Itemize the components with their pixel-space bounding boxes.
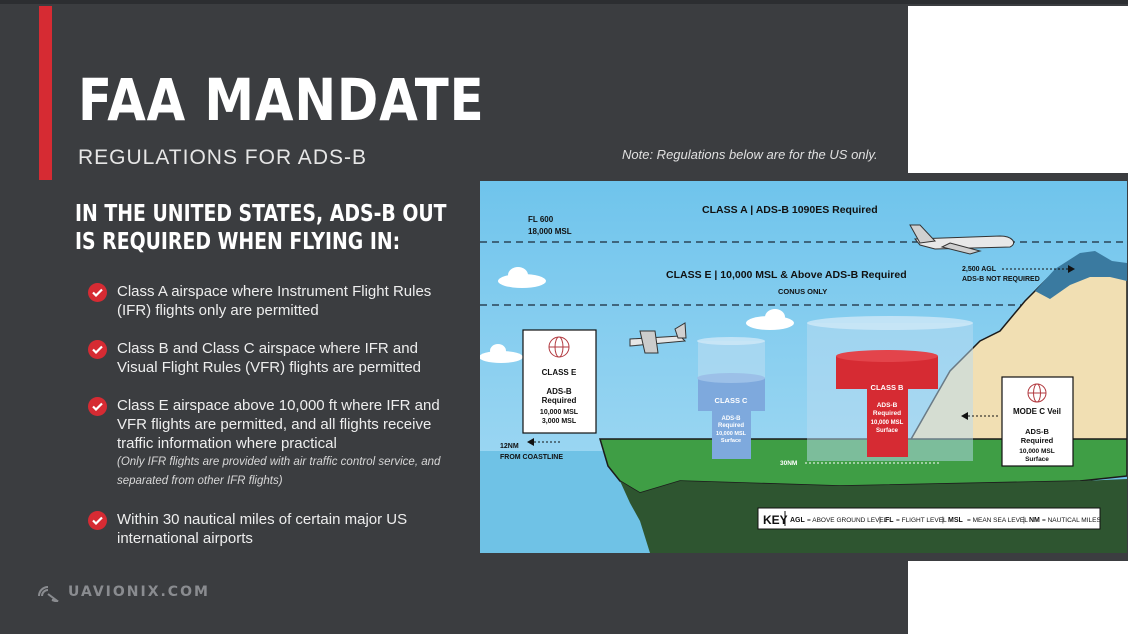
list-item-main: Class E airspace above 10,000 ft where I… xyxy=(117,397,440,452)
list-item-note: (Only IFR flights are provided with air … xyxy=(117,456,441,487)
page-title: FAA MANDATE xyxy=(78,66,485,134)
check-icon xyxy=(88,340,107,359)
key-nm-def: = NAUTICAL MILES xyxy=(1042,517,1101,524)
mode-c-line4: Surface xyxy=(1025,456,1049,463)
fl600-label: FL 600 xyxy=(528,215,554,224)
check-icon xyxy=(88,397,107,416)
nm30-label: 30NM xyxy=(780,460,797,467)
class-c-line3: 10,000 MSL xyxy=(716,431,747,437)
key-nm: NM xyxy=(1029,517,1040,524)
class-b-core xyxy=(867,387,908,457)
logo-text: UAVIONIX.COM xyxy=(68,584,210,600)
class-a-label: CLASS A | ADS-B 1090ES Required xyxy=(702,204,878,216)
key-msl: MSL xyxy=(948,517,964,524)
radar-logo-icon xyxy=(38,586,59,602)
class-e-upper-label: CLASS E | 10,000 MSL & Above ADS-B Requi… xyxy=(666,269,907,281)
key-sep: | xyxy=(942,517,944,524)
class-c-core xyxy=(712,409,751,459)
class-b-line3: 10,000 MSL xyxy=(871,420,904,426)
key-fl: FL xyxy=(885,517,894,524)
region-note: Note: Regulations below are for the US o… xyxy=(622,147,878,162)
class-b-line4: Surface xyxy=(876,428,899,434)
class-e-title: CLASS E xyxy=(542,368,577,377)
class-e-line2: Required xyxy=(542,396,577,405)
class-c-line4: Surface xyxy=(721,438,741,444)
airliner-icon xyxy=(909,224,1015,255)
airspace-diagram: FL 600 18,000 MSL CLASS A | ADS-B 1090ES… xyxy=(480,181,1127,553)
section-heading: IN THE UNITED STATES, ADS-B OUT IS REQUI… xyxy=(75,200,447,256)
key-agl-def: = ABOVE GROUND LEVEL xyxy=(807,517,888,524)
clouds xyxy=(480,267,794,363)
decorative-panel-top xyxy=(908,6,1128,173)
msl18000-label: 18,000 MSL xyxy=(528,227,572,236)
key-sep: | xyxy=(1023,517,1025,524)
legend-key: KEY AGL = ABOVE GROUND LEVEL | FL = FLIG… xyxy=(757,507,1101,530)
class-b-line2: Required xyxy=(873,410,901,417)
decorative-panel-bottom xyxy=(908,561,1128,634)
accent-bar xyxy=(39,6,52,180)
small-plane-icon xyxy=(629,322,687,354)
list-item-text: Class B and Class C airspace where IFR a… xyxy=(117,340,421,376)
conus-label: CONUS ONLY xyxy=(778,287,827,296)
section-heading-line1: IN THE UNITED STATES, ADS-B OUT xyxy=(75,201,447,227)
class-e-card: CLASS E ADS-B Required 10,000 MSL 3,000 … xyxy=(522,329,597,434)
check-icon xyxy=(88,283,107,302)
mountain-peak xyxy=(1035,251,1127,299)
mode-c-line3: 10,000 MSL xyxy=(1019,448,1054,455)
globe-icon xyxy=(548,336,570,358)
mode-c-line1: ADS-B xyxy=(1025,427,1049,436)
class-b-line1: ADS-B xyxy=(877,402,898,409)
page-subtitle: REGULATIONS FOR ADS-B xyxy=(78,146,367,169)
agl-label-line2: ADS-B NOT REQUIRED xyxy=(962,276,1040,283)
globe-icon xyxy=(1027,383,1047,403)
agl-label-line1: 2,500 AGL xyxy=(962,266,997,273)
key-label: KEY xyxy=(763,513,788,527)
class-b-title: CLASS B xyxy=(871,383,905,392)
key-fl-def: = FLIGHT LEVEL xyxy=(896,517,947,524)
list-item-text: Class A airspace where Instrument Flight… xyxy=(117,283,432,319)
mode-c-card: MODE C Veil ADS-B Required 10,000 MSL Su… xyxy=(1001,376,1074,467)
class-c-line1: ADS-B xyxy=(722,416,742,422)
class-c-line2: Required xyxy=(718,423,744,429)
list-item-text: Within 30 nautical miles of certain majo… xyxy=(117,511,408,547)
mode-c-title: MODE C Veil xyxy=(1013,407,1061,416)
list-item-text: Class E airspace above 10,000 ft where I… xyxy=(117,396,447,491)
class-e-line1: ADS-B xyxy=(546,387,572,396)
mode-c-line2: Required xyxy=(1021,436,1054,445)
section-heading-line2: IS REQUIRED WHEN FLYING IN: xyxy=(75,229,401,255)
top-border xyxy=(0,0,1128,4)
key-sep: | xyxy=(879,517,881,524)
class-c-shelf xyxy=(698,378,765,411)
class-e-line4: 3,000 MSL xyxy=(542,418,577,425)
class-c-title: CLASS C xyxy=(715,396,749,405)
key-agl: AGL xyxy=(790,517,806,524)
nm12-label-line2: FROM COASTLINE xyxy=(500,454,563,461)
brand-logo: UAVIONIX.COM xyxy=(36,582,210,602)
airspace-illustration: FL 600 18,000 MSL CLASS A | ADS-B 1090ES… xyxy=(480,181,1127,553)
key-msl-def: = MEAN SEA LEVEL xyxy=(967,517,1028,524)
check-icon xyxy=(88,511,107,530)
nm12-label-line1: 12NM xyxy=(500,443,519,450)
class-e-line3: 10,000 MSL xyxy=(540,409,579,416)
